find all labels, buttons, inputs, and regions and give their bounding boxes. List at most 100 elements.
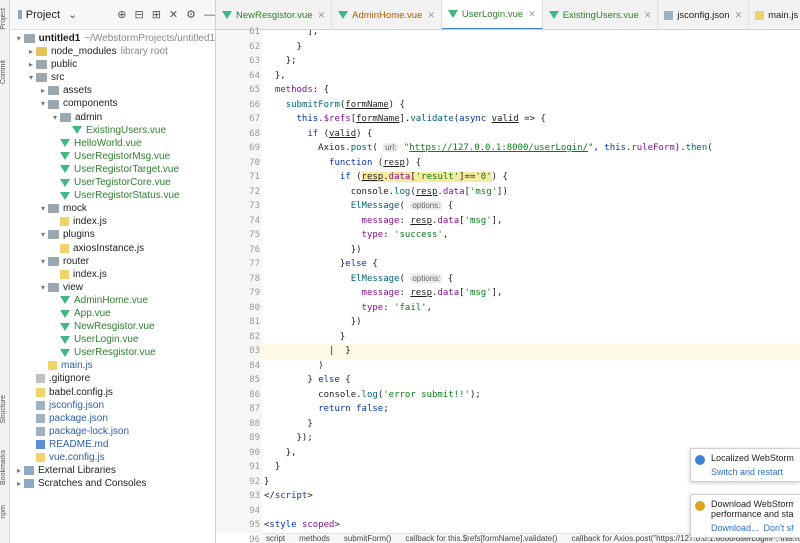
editor-tab[interactable]: AdminHome.vue✕ (332, 0, 442, 29)
tree-item[interactable]: ▸public (10, 58, 215, 71)
tree-item[interactable]: axiosInstance.js (10, 242, 215, 255)
code-line[interactable]: }; (264, 56, 297, 66)
chevron-right-icon[interactable]: ▸ (28, 60, 33, 70)
tool-window-bookmarks[interactable]: Bookmarks (0, 450, 7, 486)
code-line[interactable]: } else { (264, 375, 351, 385)
tool-window-structure[interactable]: Structure (0, 395, 7, 424)
code-line[interactable]: } (264, 331, 346, 342)
tree-item[interactable]: jsconfig.json (10, 399, 215, 412)
code-line[interactable]: } (264, 476, 270, 487)
editor-tab[interactable]: ExistingUsers.vue✕ (543, 0, 659, 29)
switch-restart-link[interactable]: Switch and restart (711, 467, 784, 477)
notification-localized[interactable]: Localized WebStorm 2 Switch and restart (690, 448, 800, 482)
chevron-right-icon[interactable]: ▸ (16, 479, 21, 489)
download-link[interactable]: Download... (711, 523, 759, 533)
code-line[interactable]: }) (264, 244, 362, 255)
chevron-right-icon[interactable]: ▸ (28, 47, 33, 57)
tree-item[interactable]: ▸External Libraries (10, 464, 215, 477)
tree-item[interactable]: babel.config.js (10, 386, 215, 399)
code-line[interactable]: if (resp.data['result']=='0') { (339, 172, 508, 182)
editor-tab[interactable]: main.js✕ (749, 0, 800, 29)
add-icon[interactable]: ⊕ (117, 9, 127, 21)
tree-item[interactable]: ▸assets (10, 84, 215, 97)
tree-item[interactable]: UserRegistorTarget.vue (10, 163, 215, 176)
tree-item[interactable]: ▾mock (10, 202, 215, 215)
code-line[interactable]: ElMessage( options: { (350, 273, 454, 284)
code-line[interactable]: this.$refs[formName].validate(async vali… (296, 114, 546, 124)
tree-item[interactable]: package-lock.json (10, 425, 215, 438)
tree-item[interactable]: ▸Scratches and Consoles (10, 477, 215, 490)
tree-item[interactable]: UserLogin.vue (10, 333, 215, 346)
breadcrumb-item[interactable]: callback for Axios.post("https://127.0.0… (571, 534, 800, 543)
tree-item[interactable]: ▾router (10, 255, 215, 268)
code-line[interactable]: <style scoped> (264, 520, 340, 530)
tool-window-npm[interactable]: npm (0, 505, 7, 519)
code-line[interactable]: }); (264, 433, 313, 443)
tree-item[interactable]: UserRegistorStatus.vue (10, 189, 215, 202)
tree-item[interactable]: UserResgistor.vue (10, 346, 215, 359)
editor-tab[interactable]: UserLogin.vue✕ (441, 0, 543, 29)
tree-item[interactable]: vue.config.js (10, 451, 215, 464)
code-line[interactable]: type: 'fail', (361, 302, 433, 313)
breadcrumb-item[interactable]: callback for this.$refs[formName].valida… (405, 534, 558, 543)
tree-item[interactable]: ExistingUsers.vue (10, 124, 215, 137)
tree-item[interactable]: UserTegistorCore.vue (10, 176, 215, 189)
tree-item[interactable]: AdminHome.vue (10, 294, 215, 307)
breadcrumb-item[interactable]: methods (299, 534, 330, 543)
tool-window-project[interactable]: Project (0, 8, 7, 30)
dropdown-icon[interactable]: ⌄ (68, 9, 78, 21)
project-title[interactable]: Project (25, 8, 61, 21)
tree-item[interactable]: package.json (10, 412, 215, 425)
code-line[interactable]: message: resp.data['msg'], (361, 288, 503, 298)
tree-item[interactable]: HelloWorld.vue (10, 137, 215, 150)
dont-show-link[interactable]: Don't sh (763, 523, 794, 533)
tree-item[interactable]: README.md (10, 438, 215, 451)
code-line[interactable]: Axios.post( url: "https://127.0.0.1:8000… (264, 143, 713, 153)
breadcrumb-item[interactable]: script (266, 534, 286, 543)
tree-item[interactable]: ▾untitled1~/WebstormProjects/untitled1 (10, 32, 215, 45)
close-tab-icon[interactable]: ✕ (317, 9, 326, 20)
breadcrumb-item[interactable]: submitForm() (343, 534, 392, 543)
code-line[interactable]: message: resp.data['msg'], (361, 215, 503, 226)
code-line[interactable]: }, (264, 447, 297, 458)
code-line[interactable]: | } (262, 344, 800, 359)
code-line[interactable]: type: 'success', (361, 230, 449, 240)
code-line[interactable]: }) (264, 317, 362, 327)
code-line[interactable]: ) (264, 360, 324, 371)
tree-item[interactable]: App.vue (10, 307, 215, 320)
tree-item[interactable]: ▾src (10, 71, 215, 84)
tree-item[interactable]: ▾view (10, 281, 215, 294)
close-tab-icon[interactable]: ✕ (643, 9, 652, 20)
chevron-down-icon[interactable]: ▾ (40, 282, 45, 292)
code-line[interactable]: function (resp) { (329, 157, 422, 168)
code-line[interactable]: methods: { (274, 85, 330, 95)
chevron-down-icon[interactable]: ▾ (40, 99, 45, 109)
code-line[interactable]: } (264, 462, 281, 472)
code-line[interactable]: } (264, 41, 302, 52)
code-line[interactable]: ElMessage( options: { (350, 201, 454, 211)
editor-tab[interactable]: jsconfig.json✕ (658, 0, 750, 29)
code-line[interactable]: submitForm(formName) { (285, 99, 405, 110)
editor-tab[interactable]: NewResgistor.vue✕ (216, 0, 333, 29)
close-panel-icon[interactable]: ✕ (168, 9, 179, 21)
code-line[interactable]: ], (264, 30, 319, 37)
close-tab-icon[interactable]: ✕ (528, 8, 536, 19)
tree-item[interactable]: index.js (10, 215, 215, 228)
code-line[interactable]: } (264, 418, 313, 429)
tree-item[interactable]: UserRegistorMsg.vue (10, 150, 215, 163)
code-line[interactable]: console.log('error submit!!'); (264, 389, 481, 400)
tree-item[interactable]: main.js (10, 359, 215, 372)
tree-item[interactable]: ▾components (10, 97, 215, 110)
close-tab-icon[interactable]: ✕ (734, 9, 743, 20)
close-tab-icon[interactable]: ✕ (427, 9, 435, 20)
chevron-down-icon[interactable]: ▾ (52, 112, 57, 122)
code-line[interactable]: return false; (318, 404, 389, 414)
code-line[interactable]: console.log(resp.data['msg']) (264, 186, 508, 197)
tree-item[interactable]: NewResgistor.vue (10, 320, 215, 333)
gear-icon[interactable]: ⚙ (186, 9, 196, 21)
chevron-down-icon[interactable]: ▾ (28, 73, 33, 83)
chevron-down-icon[interactable]: ▾ (40, 230, 45, 240)
code-line[interactable]: }, (264, 70, 286, 81)
chevron-down-icon[interactable]: ▾ (16, 34, 21, 43)
